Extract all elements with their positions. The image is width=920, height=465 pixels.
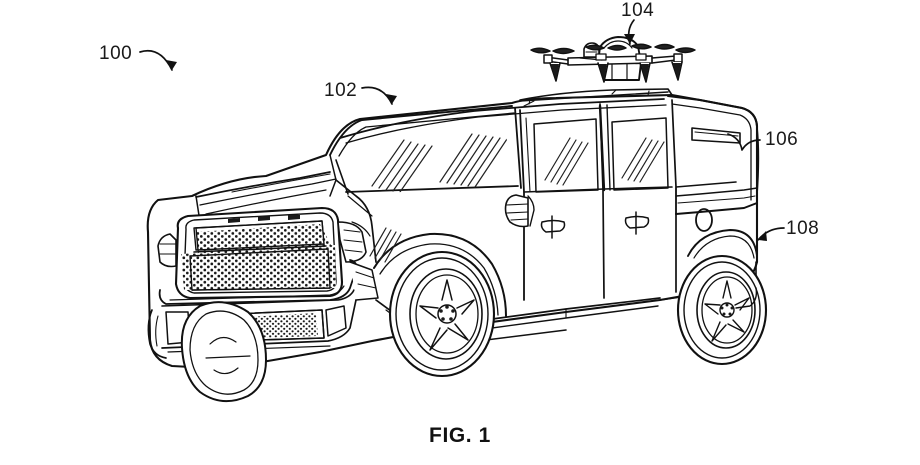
reference-numeral-100: 100 — [99, 43, 133, 64]
door-handle-front-shape — [540, 215, 566, 239]
vehicle-group — [146, 88, 768, 403]
fuel-cap-shape — [695, 208, 713, 232]
reference-numeral-102: 102 — [324, 80, 358, 101]
front-far-wheel-shape — [180, 301, 267, 403]
leader-lines — [139, 19, 785, 241]
figure-caption: FIG. 1 — [429, 424, 491, 447]
front-wheel-shape — [388, 250, 496, 378]
reference-numeral-108: 108 — [786, 218, 820, 239]
rear-wheel-shape — [676, 254, 768, 366]
reference-numeral-104: 104 — [621, 0, 655, 21]
reference-numeral-106: 106 — [765, 129, 799, 150]
door-handle-rear-shape — [624, 211, 650, 235]
drone-group — [530, 36, 696, 83]
